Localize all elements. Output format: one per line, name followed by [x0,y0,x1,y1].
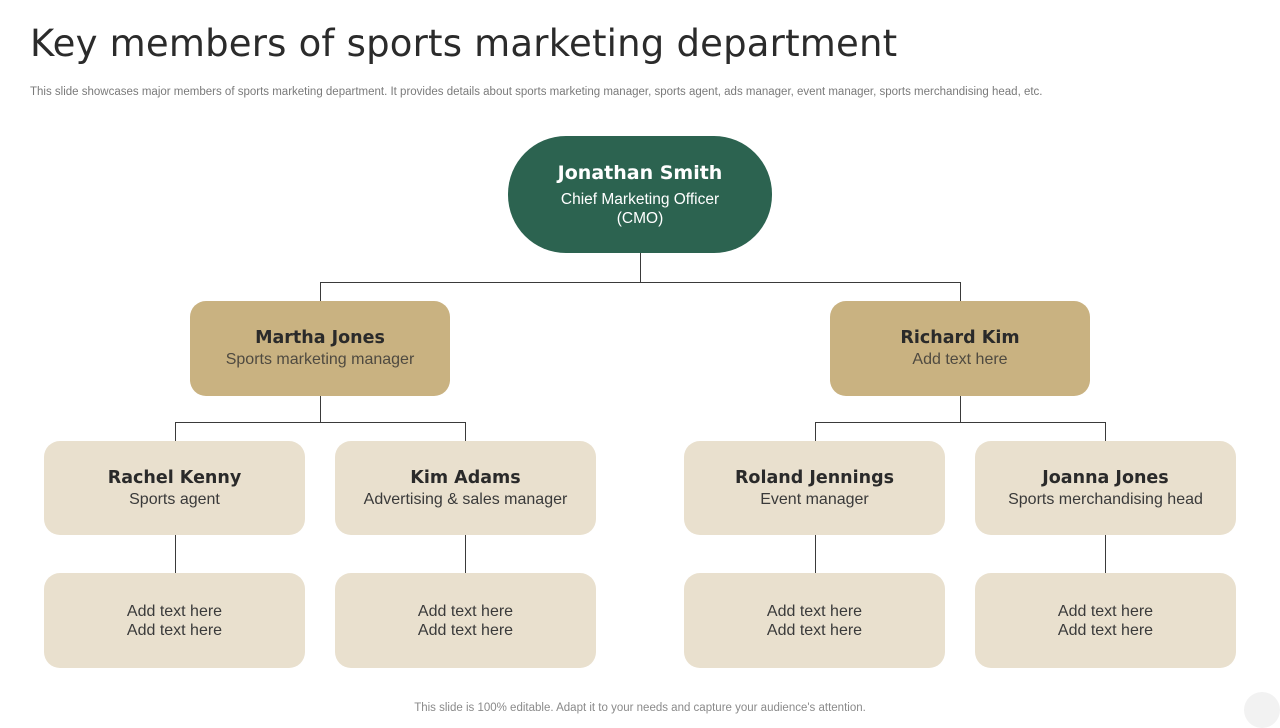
connector-to-richard [960,282,961,301]
manager-name: Martha Jones [255,328,385,348]
connector-level1-horizontal [320,282,961,283]
connector-right-horizontal [815,422,1106,423]
connector-roland-sub [815,535,816,573]
connector-richard-down [960,396,961,422]
member-node-joanna: Joanna Jones Sports merchandising head [975,441,1236,535]
placeholder-line: Add text here [126,602,223,620]
placeholder-line: Add text here [126,621,223,639]
member-name: Kim Adams [410,467,521,488]
placeholder-line: Add text here [1057,602,1154,620]
member-node-kim: Kim Adams Advertising & sales manager [335,441,596,535]
manager-node-martha: Martha Jones Sports marketing manager [190,301,450,396]
connector-joanna-sub [1105,535,1106,573]
manager-role: Sports marketing manager [225,351,415,368]
connector-to-roland [815,422,816,441]
manager-node-richard: Richard Kim Add text here [830,301,1090,396]
member-role: Event manager [760,490,869,508]
placeholder-box-kim: Add text here Add text here [335,573,596,668]
connector-to-kim [465,422,466,441]
cmo-node: Jonathan Smith Chief Marketing Officer (… [508,136,772,253]
connector-to-rachel [175,422,176,441]
cmo-name: Jonathan Smith [557,161,723,184]
connector-to-joanna [1105,422,1106,441]
placeholder-box-rachel: Add text here Add text here [44,573,305,668]
placeholder-line: Add text here [766,602,863,620]
connector-cmo-down [640,253,641,282]
member-node-roland: Roland Jennings Event manager [684,441,945,535]
corner-decoration [1244,692,1280,728]
page-subtitle: This slide showcases major members of sp… [30,86,1043,98]
member-name: Roland Jennings [734,467,895,488]
page-title: Key members of sports marketing departme… [30,22,898,65]
cmo-role-line2: (CMO) [616,209,664,227]
placeholder-line: Add text here [417,621,514,639]
placeholder-box-joanna: Add text here Add text here [975,573,1236,668]
member-name: Joanna Jones [1042,467,1169,488]
placeholder-box-roland: Add text here Add text here [684,573,945,668]
connector-left-horizontal [175,422,466,423]
member-role: Sports merchandising head [1008,490,1203,508]
connector-to-martha [320,282,321,301]
member-node-rachel: Rachel Kenny Sports agent [44,441,305,535]
member-role: Advertising & sales manager [363,490,568,508]
placeholder-line: Add text here [766,621,863,639]
connector-kim-sub [465,535,466,573]
placeholder-line: Add text here [417,602,514,620]
member-name: Rachel Kenny [107,467,242,488]
member-role: Sports agent [129,490,220,508]
footer-note: This slide is 100% editable. Adapt it to… [414,702,866,714]
connector-martha-down [320,396,321,422]
manager-role: Add text here [912,351,1008,368]
cmo-role-line1: Chief Marketing Officer [560,190,720,208]
manager-name: Richard Kim [900,328,1020,348]
connector-rachel-sub [175,535,176,573]
placeholder-line: Add text here [1057,621,1154,639]
